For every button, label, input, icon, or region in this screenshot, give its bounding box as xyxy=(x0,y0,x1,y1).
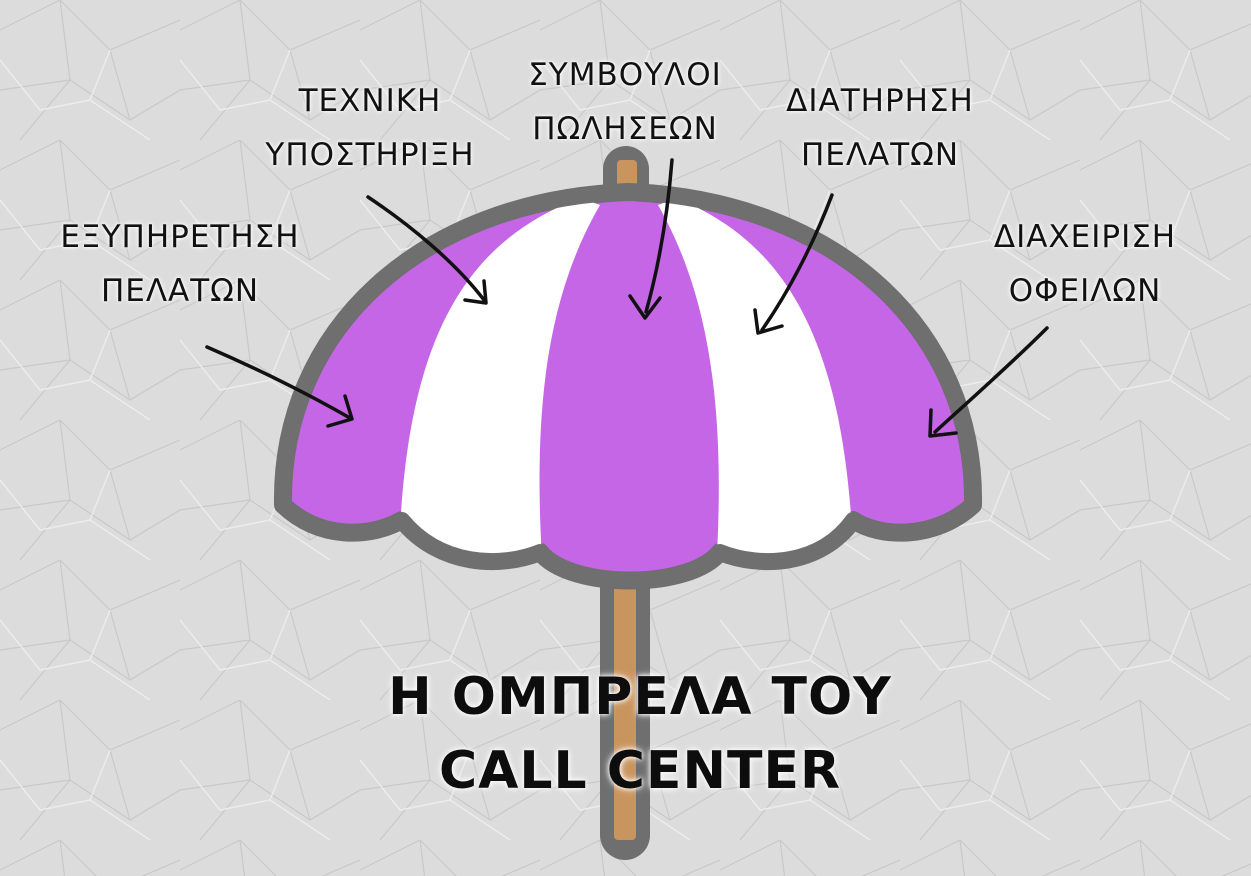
arrow-customer-service xyxy=(205,345,354,428)
label-tech-support-line1: ΤΕΧΝΙΚΗ xyxy=(298,83,442,119)
arrow-debt-management xyxy=(928,326,1049,438)
canopy-panel-retention xyxy=(658,198,855,581)
label-tech-support: ΤΕΧΝΙΚΗ ΥΠΟΣΤΗΡΙΞΗ xyxy=(250,74,490,182)
diagram-title-line2: CALL CENTER xyxy=(438,741,841,801)
label-debt-management-line2: ΟΦΕΙΛΩΝ xyxy=(1008,273,1162,309)
arrow-sales-advisors xyxy=(628,158,674,320)
arrow-retention xyxy=(753,193,834,335)
diagram-title: Η ΟΜΠΡΕΛΑ ΤΟΥ CALL CENTER xyxy=(300,660,980,808)
label-retention-line1: ΔΙΑΤΗΡΗΣΗ xyxy=(786,83,974,119)
label-customer-service-line2: ΠΕΛΑΤΩΝ xyxy=(100,273,260,309)
label-debt-management-line1: ΔΙΑΧΕΙΡΙΣΗ xyxy=(993,219,1177,255)
label-retention-line2: ΠΕΛΑΤΩΝ xyxy=(800,137,960,173)
label-customer-service-line1: ΕΞΥΠΗΡΕΤΗΣΗ xyxy=(60,219,300,255)
label-sales-advisors-line1: ΣΥΜΒΟΥΛΟΙ xyxy=(528,57,722,93)
arrow-tech-support xyxy=(366,195,488,305)
label-retention: ΔΙΑΤΗΡΗΣΗ ΠΕΛΑΤΩΝ xyxy=(760,74,1000,182)
label-tech-support-line2: ΥΠΟΣΤΗΡΙΞΗ xyxy=(265,137,475,173)
umbrella-pole xyxy=(614,570,636,840)
label-sales-advisors: ΣΥΜΒΟΥΛΟΙ ΠΩΛΗΣΕΩΝ xyxy=(505,48,745,156)
label-debt-management: ΔΙΑΧΕΙΡΙΣΗ ΟΦΕΙΛΩΝ xyxy=(970,210,1200,318)
label-sales-advisors-line2: ΠΩΛΗΣΕΩΝ xyxy=(532,111,718,147)
diagram-title-line1: Η ΟΜΠΡΕΛΑ ΤΟΥ xyxy=(388,667,892,727)
label-customer-service: ΕΞΥΠΗΡΕΤΗΣΗ ΠΕΛΑΤΩΝ xyxy=(50,210,310,318)
canopy-panel-tech-support xyxy=(400,198,600,581)
